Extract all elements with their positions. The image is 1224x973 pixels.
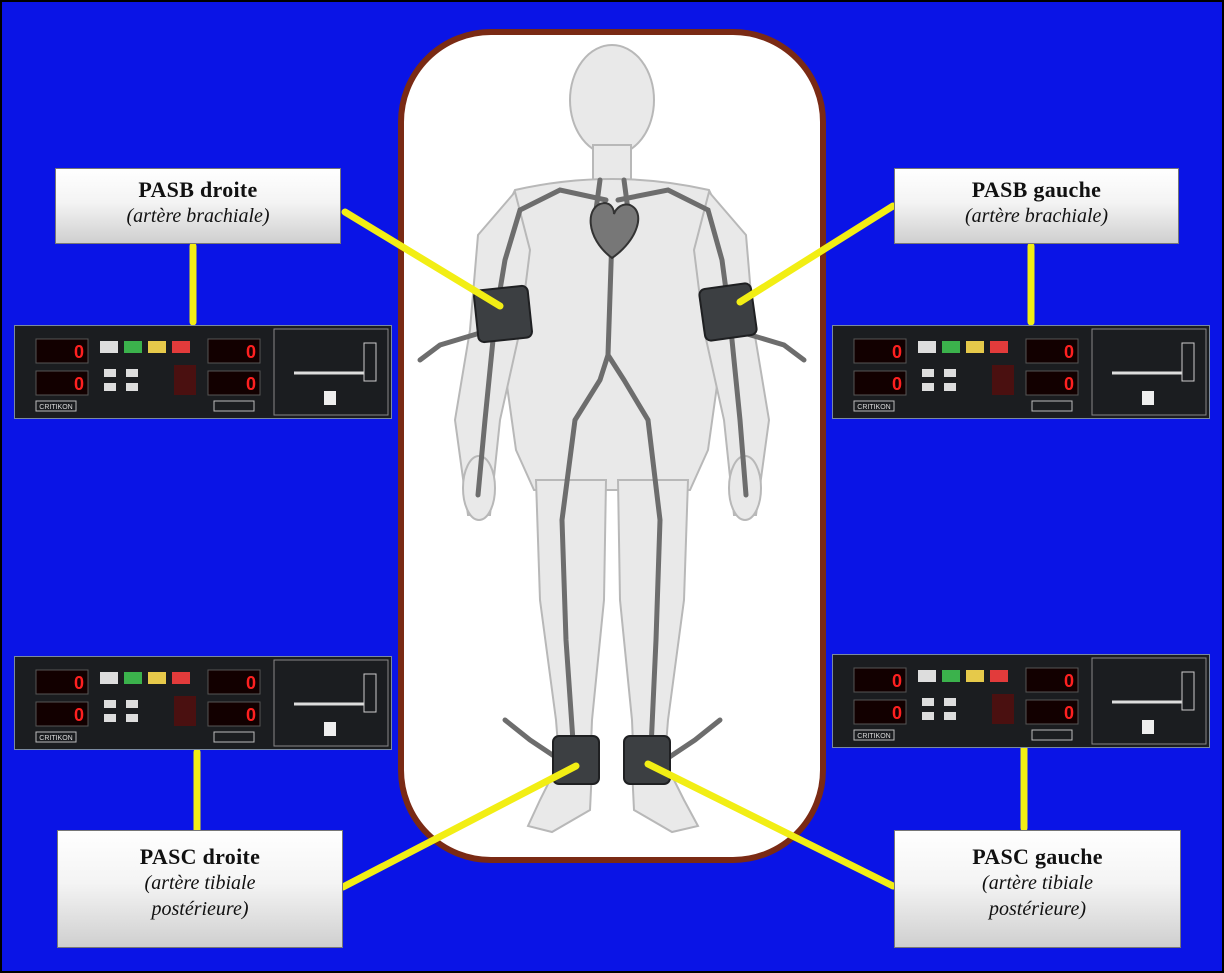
monitor-display-2: 0 [892,703,902,723]
label-subtitle: (artère brachiale) [895,203,1178,229]
monitor-brand: CRITIKON [39,735,72,742]
monitor-brand: CRITIKON [857,733,890,740]
blood-pressure-monitor-lower-right: 0 0 0 0 CRITIKON [14,656,392,750]
blood-pressure-cuff-upper-left-body [699,283,758,342]
label-title: PASC gauche [895,844,1180,870]
monitor-display-4: 0 [1064,374,1074,394]
monitor-brand: CRITIKON [857,404,890,411]
label-box-pasb-gauche: PASB gauche (artère brachiale) [894,168,1179,244]
blood-pressure-monitor-lower-left: 0 0 0 0 CRITIKON [832,654,1210,748]
label-subtitle: (artère brachiale) [56,203,340,229]
monitor-display-2: 0 [74,705,84,725]
monitor-display-4: 0 [246,374,256,394]
monitor-display-2: 0 [74,374,84,394]
monitor-display-1: 0 [74,673,84,693]
monitor-display-3: 0 [1064,671,1074,691]
label-box-pasc-droite: PASC droite (artère tibiale postérieure) [57,830,343,948]
monitor-display-1: 0 [74,342,84,362]
monitor-display-4: 0 [246,705,256,725]
monitor-display-2: 0 [892,374,902,394]
blood-pressure-cuff-lower-left-body [624,736,670,784]
label-title: PASC droite [58,844,342,870]
label-box-pasc-gauche: PASC gauche (artère tibiale postérieure) [894,830,1181,948]
blood-pressure-monitor-upper-left: 0 0 0 0 CRITIKON [832,325,1210,419]
monitor-display-3: 0 [246,342,256,362]
monitor-display-3: 0 [1064,342,1074,362]
monitor-display-1: 0 [892,342,902,362]
label-subtitle-line1: (artère tibiale [895,870,1180,896]
monitor-display-4: 0 [1064,703,1074,723]
monitor-brand: CRITIKON [39,404,72,411]
blood-pressure-monitor-upper-right: 0 0 0 0 CRITIKON [14,325,392,419]
label-subtitle-line2: postérieure) [58,896,342,922]
label-title: PASB gauche [895,177,1178,203]
monitor-display-3: 0 [246,673,256,693]
label-title: PASB droite [56,177,340,203]
label-box-pasb-droite: PASB droite (artère brachiale) [55,168,341,244]
label-subtitle-line1: (artère tibiale [58,870,342,896]
monitor-display-1: 0 [892,671,902,691]
label-subtitle-line2: postérieure) [895,896,1180,922]
